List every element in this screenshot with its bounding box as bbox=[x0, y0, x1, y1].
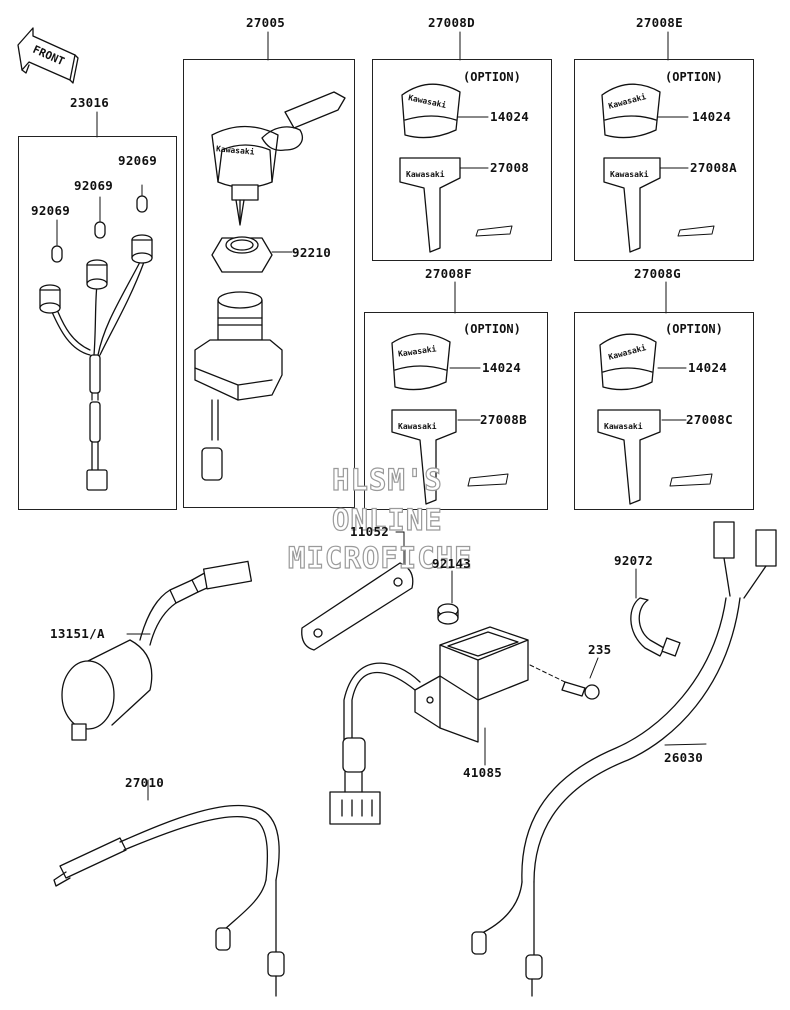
part-label-27008C: 27008C bbox=[686, 412, 733, 427]
watermark-line-2: ONLINE bbox=[331, 502, 443, 537]
part-label-92143: 92143 bbox=[432, 556, 472, 571]
part-label-23016: 23016 bbox=[70, 95, 110, 110]
part-label-92072: 92072 bbox=[614, 553, 654, 568]
key-brand-d-blade: Kawasaki bbox=[406, 170, 445, 179]
part-label-92210: 92210 bbox=[292, 245, 332, 260]
part-label-26030: 26030 bbox=[664, 750, 704, 765]
key-brand-f-blade: Kawasaki bbox=[398, 422, 437, 431]
key-cap-group bbox=[391, 83, 661, 391]
cable-27010 bbox=[53, 804, 285, 997]
part-label-13151A: 13151/A bbox=[50, 626, 105, 641]
frame-23016 bbox=[18, 136, 177, 510]
watermark-line-3: MICROFICHE bbox=[287, 540, 473, 575]
part-label-92069-b: 92069 bbox=[74, 178, 114, 193]
part-label-92069-a: 92069 bbox=[118, 153, 158, 168]
part-label-27010: 27010 bbox=[125, 775, 165, 790]
part-label-27008G: 27008G bbox=[634, 266, 681, 281]
part-label-27008A: 27008A bbox=[690, 160, 737, 175]
option-label-d: (OPTION) bbox=[463, 70, 521, 84]
part-label-14024-e: 14024 bbox=[692, 109, 732, 124]
harness-26030 bbox=[471, 521, 777, 997]
key-brand-e-blade: Kawasaki bbox=[610, 170, 649, 179]
collar-92143 bbox=[437, 603, 459, 625]
bracket-11052 bbox=[301, 562, 414, 651]
part-label-41085: 41085 bbox=[463, 765, 503, 780]
frame-27008D bbox=[372, 59, 552, 261]
clamp-92072 bbox=[630, 597, 681, 657]
watermark-line-1: HLSM'S bbox=[331, 462, 443, 497]
frame-27008E bbox=[574, 59, 754, 261]
frame-27008G bbox=[574, 312, 754, 510]
part-label-235: 235 bbox=[588, 642, 612, 657]
part-label-14024-g: 14024 bbox=[688, 360, 728, 375]
part-label-27008D: 27008D bbox=[428, 15, 475, 30]
option-label-e: (OPTION) bbox=[665, 70, 723, 84]
part-label-27008E: 27008E bbox=[636, 15, 683, 30]
frame-27008F bbox=[364, 312, 548, 510]
front-arrow-icon bbox=[17, 27, 79, 84]
ignition-switch-27005 bbox=[194, 91, 346, 481]
part-label-14024-d: 14024 bbox=[490, 109, 530, 124]
option-label-f: (OPTION) bbox=[463, 322, 521, 336]
key-blade-group bbox=[391, 157, 661, 505]
part-label-27008B: 27008B bbox=[480, 412, 527, 427]
frame-27005 bbox=[183, 59, 355, 508]
key-code-tag-group bbox=[467, 225, 715, 487]
bolt-235 bbox=[529, 664, 600, 700]
part-label-92069-c: 92069 bbox=[31, 203, 71, 218]
part-label-14024-f: 14024 bbox=[482, 360, 522, 375]
unit-41085 bbox=[329, 626, 529, 825]
part-label-11052: 11052 bbox=[350, 524, 390, 539]
harness-23016 bbox=[39, 195, 153, 491]
part-label-27008F: 27008F bbox=[425, 266, 472, 281]
lamp-13151A bbox=[61, 560, 253, 741]
part-label-27008: 27008 bbox=[490, 160, 530, 175]
part-label-27005: 27005 bbox=[246, 15, 286, 30]
key-brand-g-blade: Kawasaki bbox=[604, 422, 643, 431]
option-label-g: (OPTION) bbox=[665, 322, 723, 336]
